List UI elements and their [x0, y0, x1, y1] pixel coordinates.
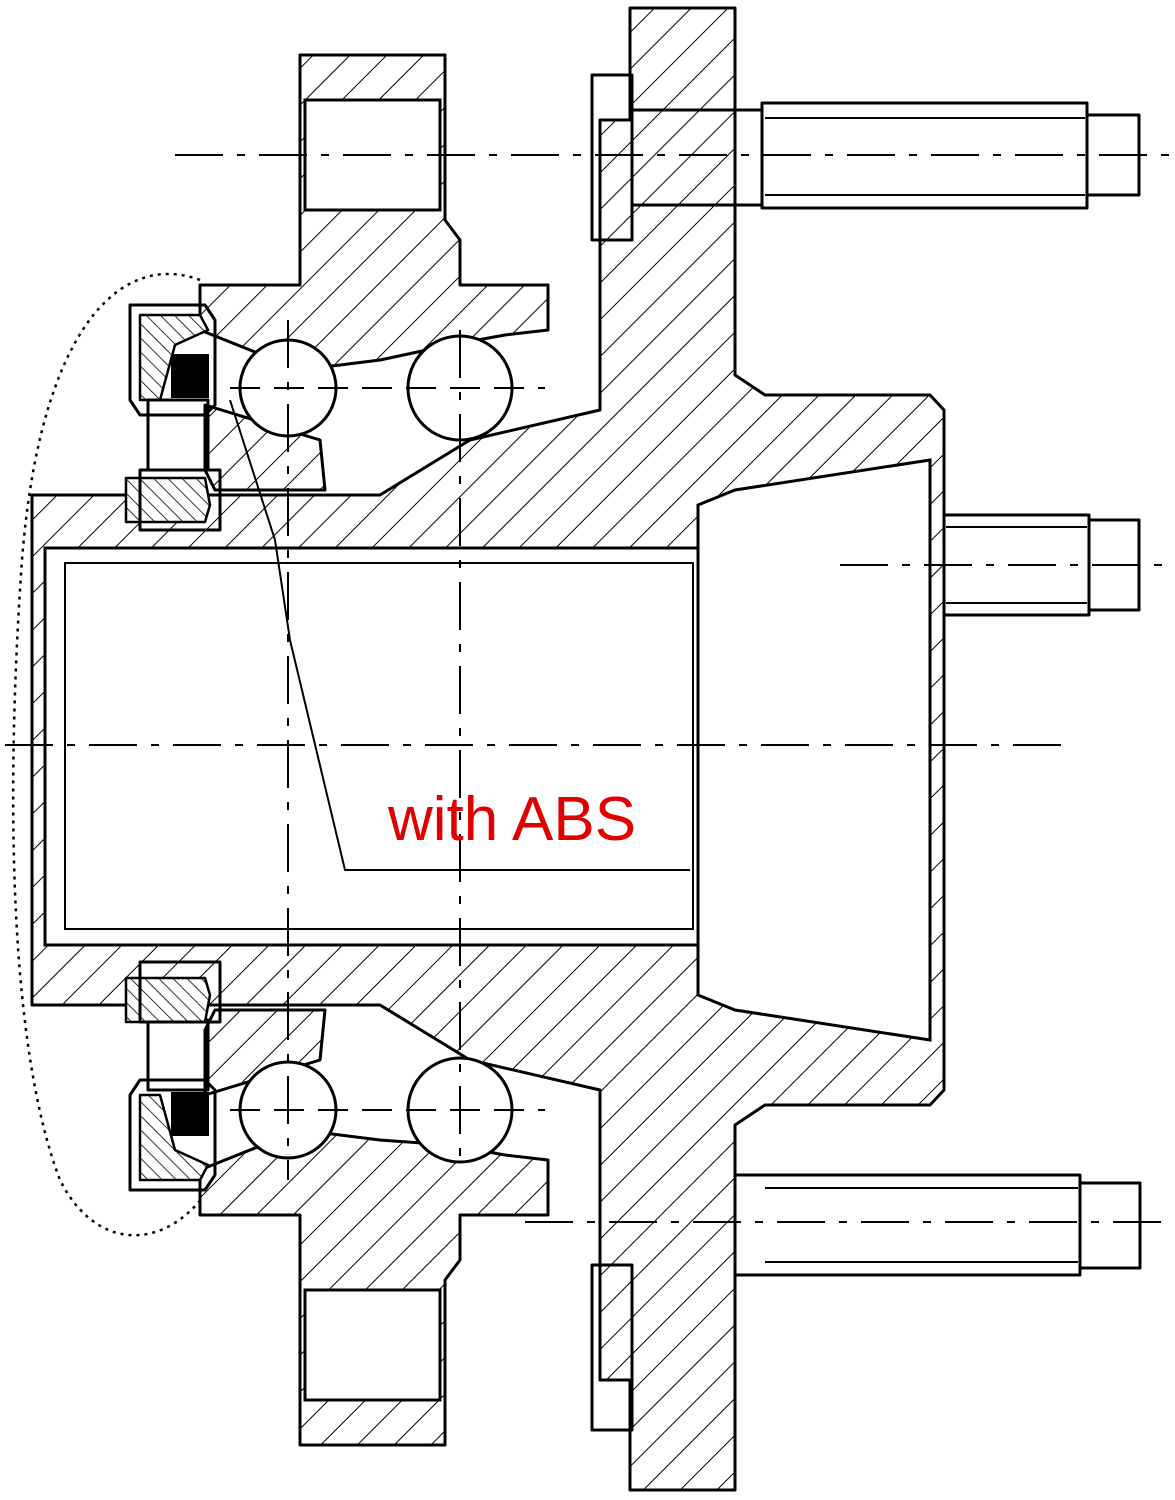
abs-annotation-label: with ABS: [387, 785, 636, 854]
abs-seal-upper-frame: [128, 303, 217, 417]
wheel-stud-upper: [590, 73, 1141, 242]
outer-ring-upper: [198, 53, 550, 372]
abs-bracket-lower: [138, 960, 222, 1024]
abs-encoder-upper: [171, 354, 209, 398]
abs-encoder-lower: [171, 1092, 209, 1136]
wheel-stud-lower: [590, 1173, 1142, 1432]
abs-sensor-ring-upper: [146, 398, 210, 472]
abs-seal-lower-lip: [138, 1093, 210, 1182]
knuckle-bottom-slot: [303, 1288, 442, 1402]
outer-ring-lower: [198, 1128, 550, 1447]
abs-tone-ring-upper: [124, 476, 212, 524]
abs-bracket-upper: [138, 468, 222, 532]
abs-tone-ring-lower: [124, 976, 212, 1024]
annotation-leader-line: [229, 399, 690, 871]
hub-bore: [43, 546, 700, 947]
abs-seal-upper-lip: [138, 313, 210, 402]
hub-cone-cavity: [696, 458, 932, 1042]
abs-seal-lower-frame: [128, 1078, 217, 1192]
